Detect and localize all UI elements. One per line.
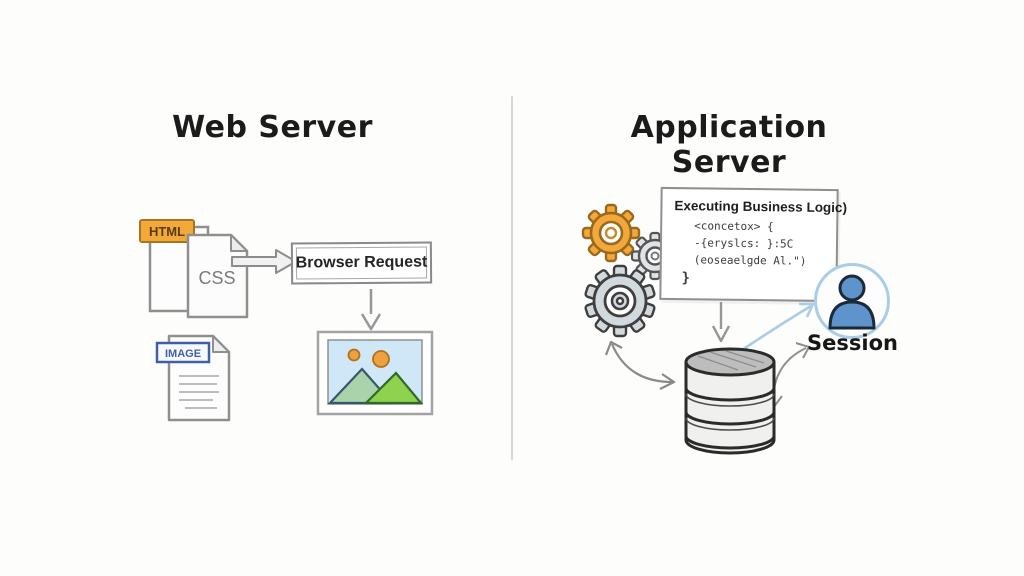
db-top-shading [697, 350, 765, 371]
browser-request-label: Browser Request [295, 253, 428, 272]
business-logic-box: Executing Business Logic) <concetox> { -… [659, 186, 848, 303]
person-icon [828, 274, 876, 330]
svg-text:HTML: HTML [149, 224, 185, 239]
browser-request-box: Browser Request [290, 241, 433, 285]
db-to-session-blue-arrow-icon [738, 302, 815, 354]
css-file-icon: CSS [186, 233, 249, 319]
html-css-files-icon: HTML CSS [139, 219, 249, 319]
request-block-arrow-icon [231, 249, 297, 274]
database-icon [684, 347, 776, 455]
gears-db-double-arrow-icon [604, 340, 676, 390]
sun-small [347, 348, 361, 362]
mountain-right [363, 371, 424, 405]
application-server-title: Application Server [630, 110, 828, 180]
svg-text:CSS: CSS [198, 268, 235, 288]
document-text-lines [179, 375, 219, 409]
gear-large-gray [584, 264, 656, 338]
session-user-icon [814, 263, 890, 339]
business-logic-title: Executing Business Logic) [674, 198, 848, 216]
codebox-to-db-arrow-icon [711, 302, 731, 343]
session-label: Session [807, 331, 898, 355]
image-file-icon: IMAGE [155, 334, 231, 422]
rendered-image-icon [316, 330, 434, 416]
html-badge: HTML [139, 219, 195, 243]
svg-text:IMAGE: IMAGE [165, 348, 201, 360]
down-arrow-icon [360, 289, 382, 331]
sun-large [372, 350, 390, 368]
center-divider-line [511, 96, 513, 460]
image-badge: IMAGE [155, 341, 211, 364]
gear-orange [581, 203, 641, 263]
pseudo-code-lines: <concetox> { -{eryslcs: }:5C (eoseaelgde… [681, 219, 807, 287]
web-server-title: Web Server [172, 110, 373, 145]
